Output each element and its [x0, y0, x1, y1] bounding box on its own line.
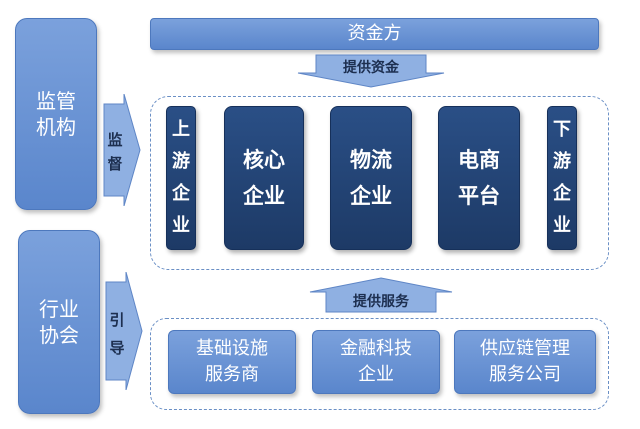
- downstream-label: 下 游 企 业: [553, 119, 571, 236]
- provide-services-arrow: [309, 277, 453, 313]
- upstream-enterprise-box: 上 游 企 业: [166, 106, 196, 250]
- logistics-label: 物流 企业: [350, 148, 392, 208]
- core-label: 核心 企业: [243, 148, 285, 208]
- funder-label: 资金方: [347, 23, 402, 44]
- industry-association-box: 行业 协会: [18, 230, 100, 414]
- supervise-label: 监 督: [107, 131, 123, 173]
- scm-label: 供应链管理 服务公司: [480, 338, 570, 385]
- infrastructure-label: 基础设施 服务商: [196, 338, 268, 385]
- core-enterprise-box: 核心 企业: [224, 106, 304, 250]
- fintech-company-box: 金融科技 企业: [312, 330, 440, 394]
- provide-funds-arrow: [297, 54, 445, 88]
- industry-association-label: 行业 协会: [39, 297, 79, 347]
- guide-arrow: [105, 272, 143, 390]
- scm-service-company-box: 供应链管理 服务公司: [454, 330, 596, 394]
- supervise-arrow: [103, 94, 141, 206]
- upstream-label: 上 游 企 业: [172, 119, 190, 236]
- guide-label: 引 导: [109, 311, 125, 357]
- provide-funds-label: 提供资金: [343, 60, 399, 76]
- regulator-label: 监管 机构: [36, 89, 76, 139]
- downstream-enterprise-box: 下 游 企 业: [547, 106, 577, 250]
- enterprise-group: [150, 96, 609, 270]
- infrastructure-provider-box: 基础设施 服务商: [168, 330, 296, 394]
- fintech-label: 金融科技 企业: [340, 338, 412, 385]
- provide-services-label: 提供服务: [353, 294, 409, 310]
- logistics-enterprise-box: 物流 企业: [330, 106, 412, 250]
- ecommerce-platform-box: 电商 平台: [438, 106, 520, 250]
- regulator-box: 监管 机构: [15, 18, 97, 210]
- ecommerce-label: 电商 平台: [458, 148, 500, 208]
- funder-box: 资金方: [150, 18, 599, 50]
- service-provider-group: [150, 318, 609, 410]
